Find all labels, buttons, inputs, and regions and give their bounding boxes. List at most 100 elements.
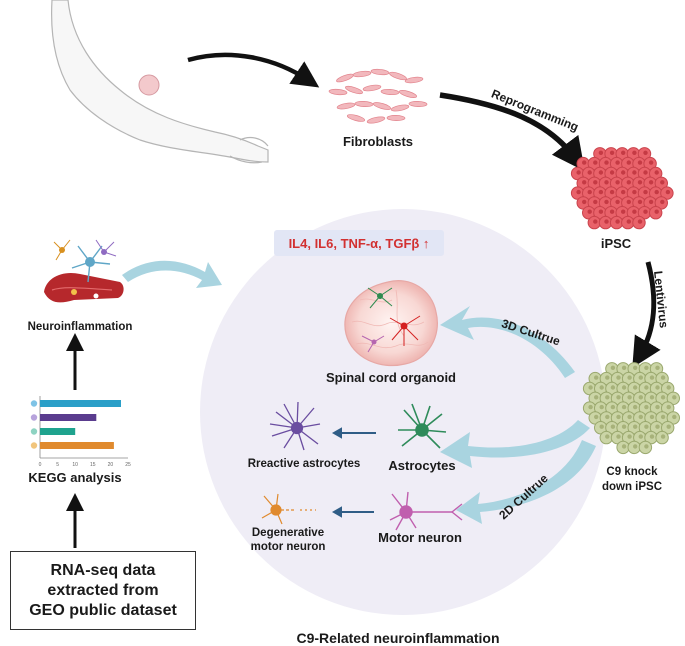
c9-cell-nucleus bbox=[616, 375, 621, 380]
c9-knockdown-label-line1: C9 knock bbox=[606, 466, 658, 478]
arm-illustration bbox=[51, 0, 269, 164]
c9-cell-nucleus bbox=[599, 385, 604, 390]
ipsc-cell-nucleus bbox=[576, 170, 581, 175]
ipsc-cell-nucleus bbox=[637, 180, 643, 185]
c9-cell-nucleus bbox=[644, 424, 649, 429]
kegg-pathway-dot bbox=[30, 400, 38, 407]
c9-cell-nucleus bbox=[610, 424, 616, 429]
c9-cell-nucleus bbox=[605, 434, 610, 439]
c9-cell-nucleus bbox=[633, 385, 638, 390]
ipsc-cell-nucleus bbox=[632, 209, 637, 214]
ipsc-cell-nucleus bbox=[643, 150, 648, 155]
kegg-x-tick-label: 15 bbox=[90, 462, 96, 468]
arrow-to-astrocytes bbox=[440, 420, 590, 468]
c9-cell-nucleus bbox=[616, 434, 621, 439]
c9-cell-nucleus bbox=[644, 444, 649, 449]
ipsc-cell-nucleus bbox=[626, 160, 631, 165]
kegg-pathway-dot bbox=[30, 442, 38, 449]
kegg-x-tick-label: 5 bbox=[56, 462, 59, 468]
ipsc-cell-nucleus bbox=[576, 189, 581, 195]
c9-cell-nucleus bbox=[633, 404, 638, 410]
ipsc-cell-nucleus bbox=[660, 199, 665, 205]
kegg-bar bbox=[40, 400, 121, 407]
c9-cell-nucleus bbox=[660, 375, 666, 380]
c9-cell-nucleus bbox=[621, 365, 627, 370]
c9-knockdown-ipsc-cluster bbox=[582, 362, 680, 455]
fibroblast-cell bbox=[366, 116, 386, 124]
ipsc-cell-nucleus bbox=[587, 170, 592, 175]
arrow-neuroinflammation-to-circle bbox=[122, 260, 222, 288]
c9-cell-nucleus bbox=[660, 434, 666, 439]
fibroblast-cell bbox=[346, 114, 366, 122]
fibroblast-cell bbox=[372, 102, 392, 110]
fibroblast-cell bbox=[399, 90, 417, 98]
c9-cell-nucleus bbox=[666, 424, 671, 429]
c9-cell-nucleus bbox=[649, 395, 655, 400]
degenerative-label-line2: motor neuron bbox=[250, 541, 326, 553]
ipsc-cell-nucleus bbox=[643, 209, 648, 214]
ipsc-cell-nucleus bbox=[626, 180, 631, 185]
fibroblast-cell bbox=[370, 68, 390, 76]
rna-seq-source-box: RNA-seq data extracted from GEO public d… bbox=[10, 551, 196, 630]
c9-cell-nucleus bbox=[638, 375, 643, 380]
ipsc-cell-nucleus bbox=[604, 160, 609, 165]
figure-caption: C9-Related neuroinflammation bbox=[296, 630, 500, 646]
ipsc-cell-nucleus bbox=[632, 150, 637, 155]
ipsc-cell-nucleus bbox=[598, 170, 604, 175]
ipsc-cell-nucleus bbox=[582, 199, 587, 205]
ipsc-cell-nucleus bbox=[632, 189, 637, 195]
c9-cell-nucleus bbox=[649, 434, 655, 439]
c9-cell-nucleus bbox=[649, 375, 655, 380]
ipsc-cell-nucleus bbox=[637, 199, 643, 205]
degenerative-motor-neuron-label: Degenerative motor neuron bbox=[251, 526, 326, 554]
c9-cell-nucleus bbox=[672, 395, 677, 400]
c9-cell-nucleus bbox=[655, 385, 660, 390]
ipsc-cell-nucleus bbox=[609, 170, 615, 175]
reactive-astrocyte-illustration bbox=[269, 401, 321, 451]
ipsc-cell-nucleus bbox=[598, 189, 604, 195]
ipsc-cell-nucleus bbox=[621, 150, 626, 155]
c9-cell-nucleus bbox=[638, 434, 643, 439]
fibroblast-cell bbox=[380, 88, 400, 96]
ipsc-cell-nucleus bbox=[665, 189, 671, 195]
kegg-bar bbox=[40, 442, 114, 449]
c9-cell-nucleus bbox=[594, 375, 599, 380]
kegg-x-tick-label: 10 bbox=[72, 462, 78, 468]
ipsc-cell-nucleus bbox=[621, 189, 626, 195]
motor-neuron-label: Motor neuron bbox=[378, 530, 462, 545]
fibroblast-cell bbox=[362, 84, 382, 92]
c9-cell-nucleus bbox=[627, 414, 632, 420]
kegg-analysis-label: KEGG analysis bbox=[28, 470, 122, 485]
ipsc-cell-nucleus bbox=[593, 160, 598, 165]
astrocyte-illustration bbox=[398, 403, 447, 449]
ipsc-cell-nucleus bbox=[615, 180, 620, 185]
ipsc-cell-nucleus bbox=[654, 209, 659, 214]
rna-seq-line1: RNA-seq data bbox=[50, 561, 156, 579]
neuroinflammation-illustration bbox=[44, 239, 124, 303]
fibroblast-cell bbox=[389, 71, 407, 81]
fibroblasts-label: Fibroblasts bbox=[342, 134, 414, 149]
ipsc-cell-nucleus bbox=[648, 160, 654, 165]
ipsc-cell-nucleus bbox=[643, 189, 648, 195]
ipsc-cell-nucleus bbox=[582, 160, 587, 165]
c9-cell-nucleus bbox=[627, 434, 632, 439]
ipsc-cell-nucleus bbox=[637, 160, 643, 165]
c9-cell-nucleus bbox=[627, 395, 632, 400]
c9-cell-nucleus bbox=[638, 414, 643, 420]
ipsc-cell-nucleus bbox=[654, 189, 659, 195]
fibroblast-cell bbox=[354, 101, 374, 107]
ipsc-cell-nucleus bbox=[604, 219, 609, 224]
c9-cell-nucleus bbox=[655, 365, 660, 370]
skin-biopsy-spot bbox=[138, 74, 160, 96]
c9-cell-nucleus bbox=[621, 444, 627, 449]
c9-cell-nucleus bbox=[616, 414, 621, 420]
kegg-pathway-dot bbox=[30, 414, 38, 421]
degeneration-arrows bbox=[331, 427, 376, 518]
kegg-bar bbox=[40, 428, 76, 435]
fibroblast-cluster bbox=[328, 68, 428, 124]
ipsc-cluster bbox=[570, 147, 674, 230]
c9-cell-nucleus bbox=[605, 414, 610, 420]
ipsc-cell-nucleus bbox=[609, 209, 615, 214]
cytokines-badge: IL4, IL6, TNF-α, TGFβ ↑ bbox=[274, 230, 444, 256]
